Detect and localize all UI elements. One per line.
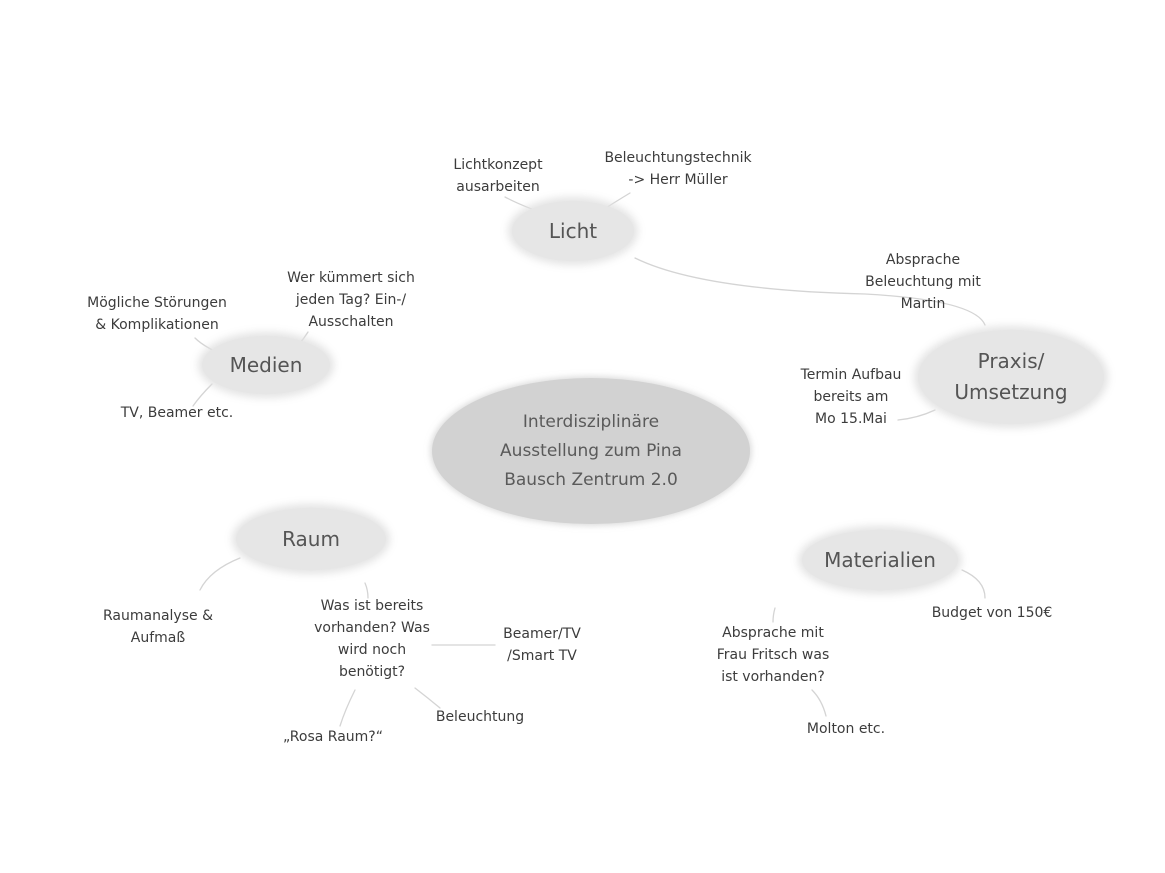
branch-label-medien: Medien — [229, 352, 303, 377]
leaf-wer-kuemmert: Wer kümmert sich jeden Tag? Ein-/ Aussch… — [287, 270, 415, 330]
branch-label-materialien: Materialien — [824, 547, 936, 572]
connector-materialien-absprache — [772, 607, 776, 623]
central-topic-node[interactable]: Interdisziplinäre Ausstellung zum Pina B… — [432, 378, 750, 524]
leaf-stoerungen: Mögliche Störungen & Komplikationen — [87, 295, 227, 333]
connector-wasvorhanden-beleuchtung — [414, 687, 441, 709]
leaf-budget: Budget von 150€ — [931, 605, 1053, 621]
leaf-absprache-fritsch: Absprache mit Frau Fritsch was ist vorha… — [716, 625, 830, 685]
leaf-beleuchtung: Beleuchtung — [435, 709, 525, 725]
leaf-molton: Molton etc. — [806, 721, 886, 737]
branch-label-praxis: Praxis/ Umsetzung — [954, 349, 1068, 404]
leaf-lichtkonzept: Lichtkonzept ausarbeiten — [453, 157, 543, 195]
connector-raum-raumanalyse — [199, 557, 241, 591]
connector-medien-tv — [192, 383, 213, 407]
leaf-raumanalyse: Raumanalyse & Aufmaß — [103, 608, 213, 646]
branch-node-materialien[interactable]: Materialien — [802, 530, 958, 590]
branch-node-medien[interactable]: Medien — [202, 336, 330, 394]
leaf-termin-aufbau: Termin Aufbau bereits am Mo 15.Mai — [800, 367, 902, 427]
connector-praxis-termin — [897, 409, 936, 421]
branch-node-licht[interactable]: Licht — [512, 201, 634, 261]
connector-wasvorhanden-rosa — [339, 689, 356, 727]
connector-materialien-budget — [961, 569, 986, 599]
leaf-was-vorhanden: Was ist bereits vorhanden? Was wird noch… — [314, 598, 430, 680]
leaf-beleuchtungstechnik: Beleuchtungstechnik -> Herr Müller — [604, 150, 752, 188]
leaf-tv-beamer: TV, Beamer etc. — [120, 405, 234, 421]
central-topic-label: Interdisziplinäre Ausstellung zum Pina B… — [500, 411, 682, 490]
leaf-rosa-raum: „Rosa Raum?“ — [283, 729, 383, 745]
connector-raum-wasvorhanden — [364, 582, 369, 599]
connector-absprache-molton — [811, 689, 827, 717]
connector-licht-praxis — [634, 257, 986, 326]
branch-node-praxis[interactable]: Praxis/ Umsetzung — [918, 330, 1104, 424]
branch-node-raum[interactable]: Raum — [236, 508, 386, 570]
leaf-beamer-tv: Beamer/TV /Smart TV — [503, 626, 581, 664]
branch-label-raum: Raum — [282, 526, 340, 551]
leaf-absprache-beleuchtung: Absprache Beleuchtung mit Martin — [865, 252, 981, 312]
branch-label-licht: Licht — [548, 218, 598, 243]
